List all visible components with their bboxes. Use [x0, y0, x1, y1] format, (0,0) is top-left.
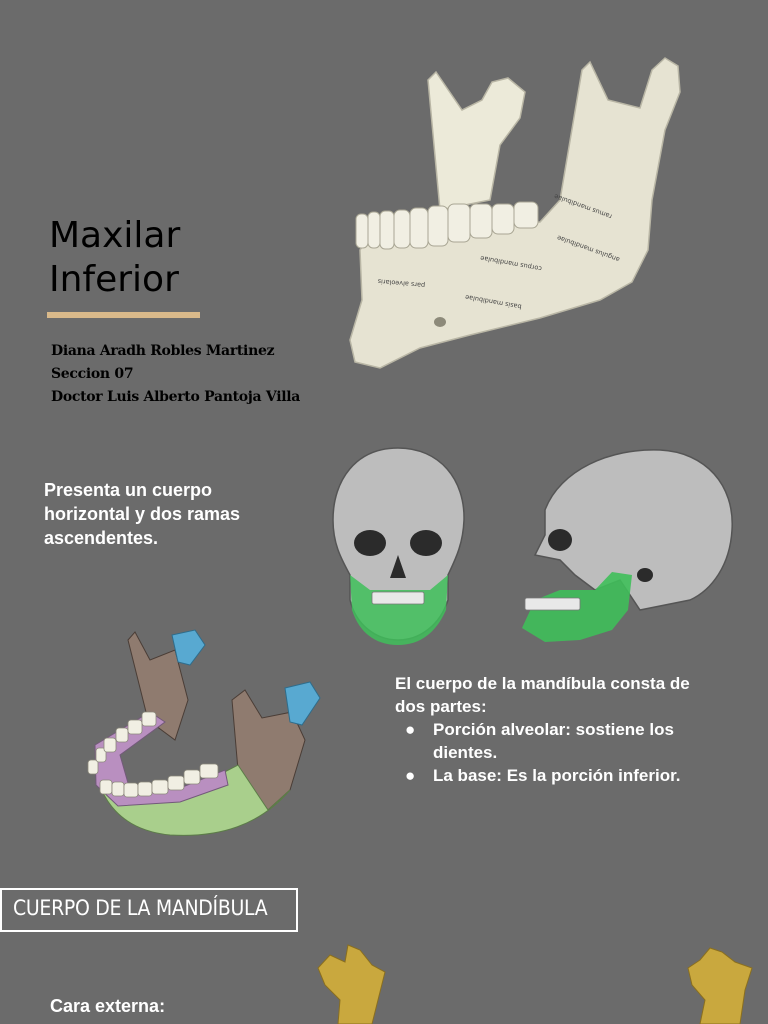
- bullet-text: Porción alveolar: sostiene los dientes.: [433, 720, 674, 762]
- author-name: Diana Aradh Robles Martinez: [51, 343, 275, 359]
- condyle-left: [171, 629, 206, 666]
- cuerpo-lead: El cuerpo de la mandíbula consta de dos …: [395, 674, 690, 716]
- lower-teeth: [87, 711, 219, 798]
- teeth-row: [355, 201, 539, 250]
- bullet-icon: ●: [405, 720, 416, 739]
- skull-side: [533, 449, 733, 611]
- condyle-right: [284, 681, 321, 726]
- page-title: Maxilar Inferior: [49, 214, 180, 302]
- title-line-2: Inferior: [49, 259, 179, 300]
- list-item: ● La base: Es la porción inferior.: [395, 764, 695, 787]
- section-heading: CUERPO DE LA MANDÍBULA: [13, 896, 268, 920]
- cara-externa-label: Cara externa:: [50, 996, 166, 1016]
- cuerpo-description: El cuerpo de la mandíbula consta de dos …: [395, 672, 695, 787]
- title-line-1: Maxilar: [49, 215, 181, 256]
- section-number: Seccion 07: [51, 366, 134, 382]
- bullet-text: La base: Es la porción inferior.: [433, 766, 681, 785]
- authors-block: Diana Aradh Robles Martinez Seccion 07 D…: [51, 340, 300, 409]
- list-item: ● Porción alveolar: sostiene los dientes…: [395, 718, 695, 764]
- cuerpo-bullet-list: ● Porción alveolar: sostiene los dientes…: [395, 718, 695, 787]
- title-underline: [47, 312, 200, 318]
- bullet-icon: ●: [405, 766, 416, 785]
- gold-bone-left: [317, 944, 386, 1024]
- mandible-bone: [349, 57, 681, 369]
- doctor-name: Doctor Luis Alberto Pantoja Villa: [51, 389, 301, 405]
- intro-text: Presenta un cuerpo horizontal y dos rama…: [44, 480, 241, 548]
- mental-foramen: [434, 317, 446, 327]
- gold-bone-right: [687, 947, 753, 1024]
- section-heading-box: [0, 888, 298, 932]
